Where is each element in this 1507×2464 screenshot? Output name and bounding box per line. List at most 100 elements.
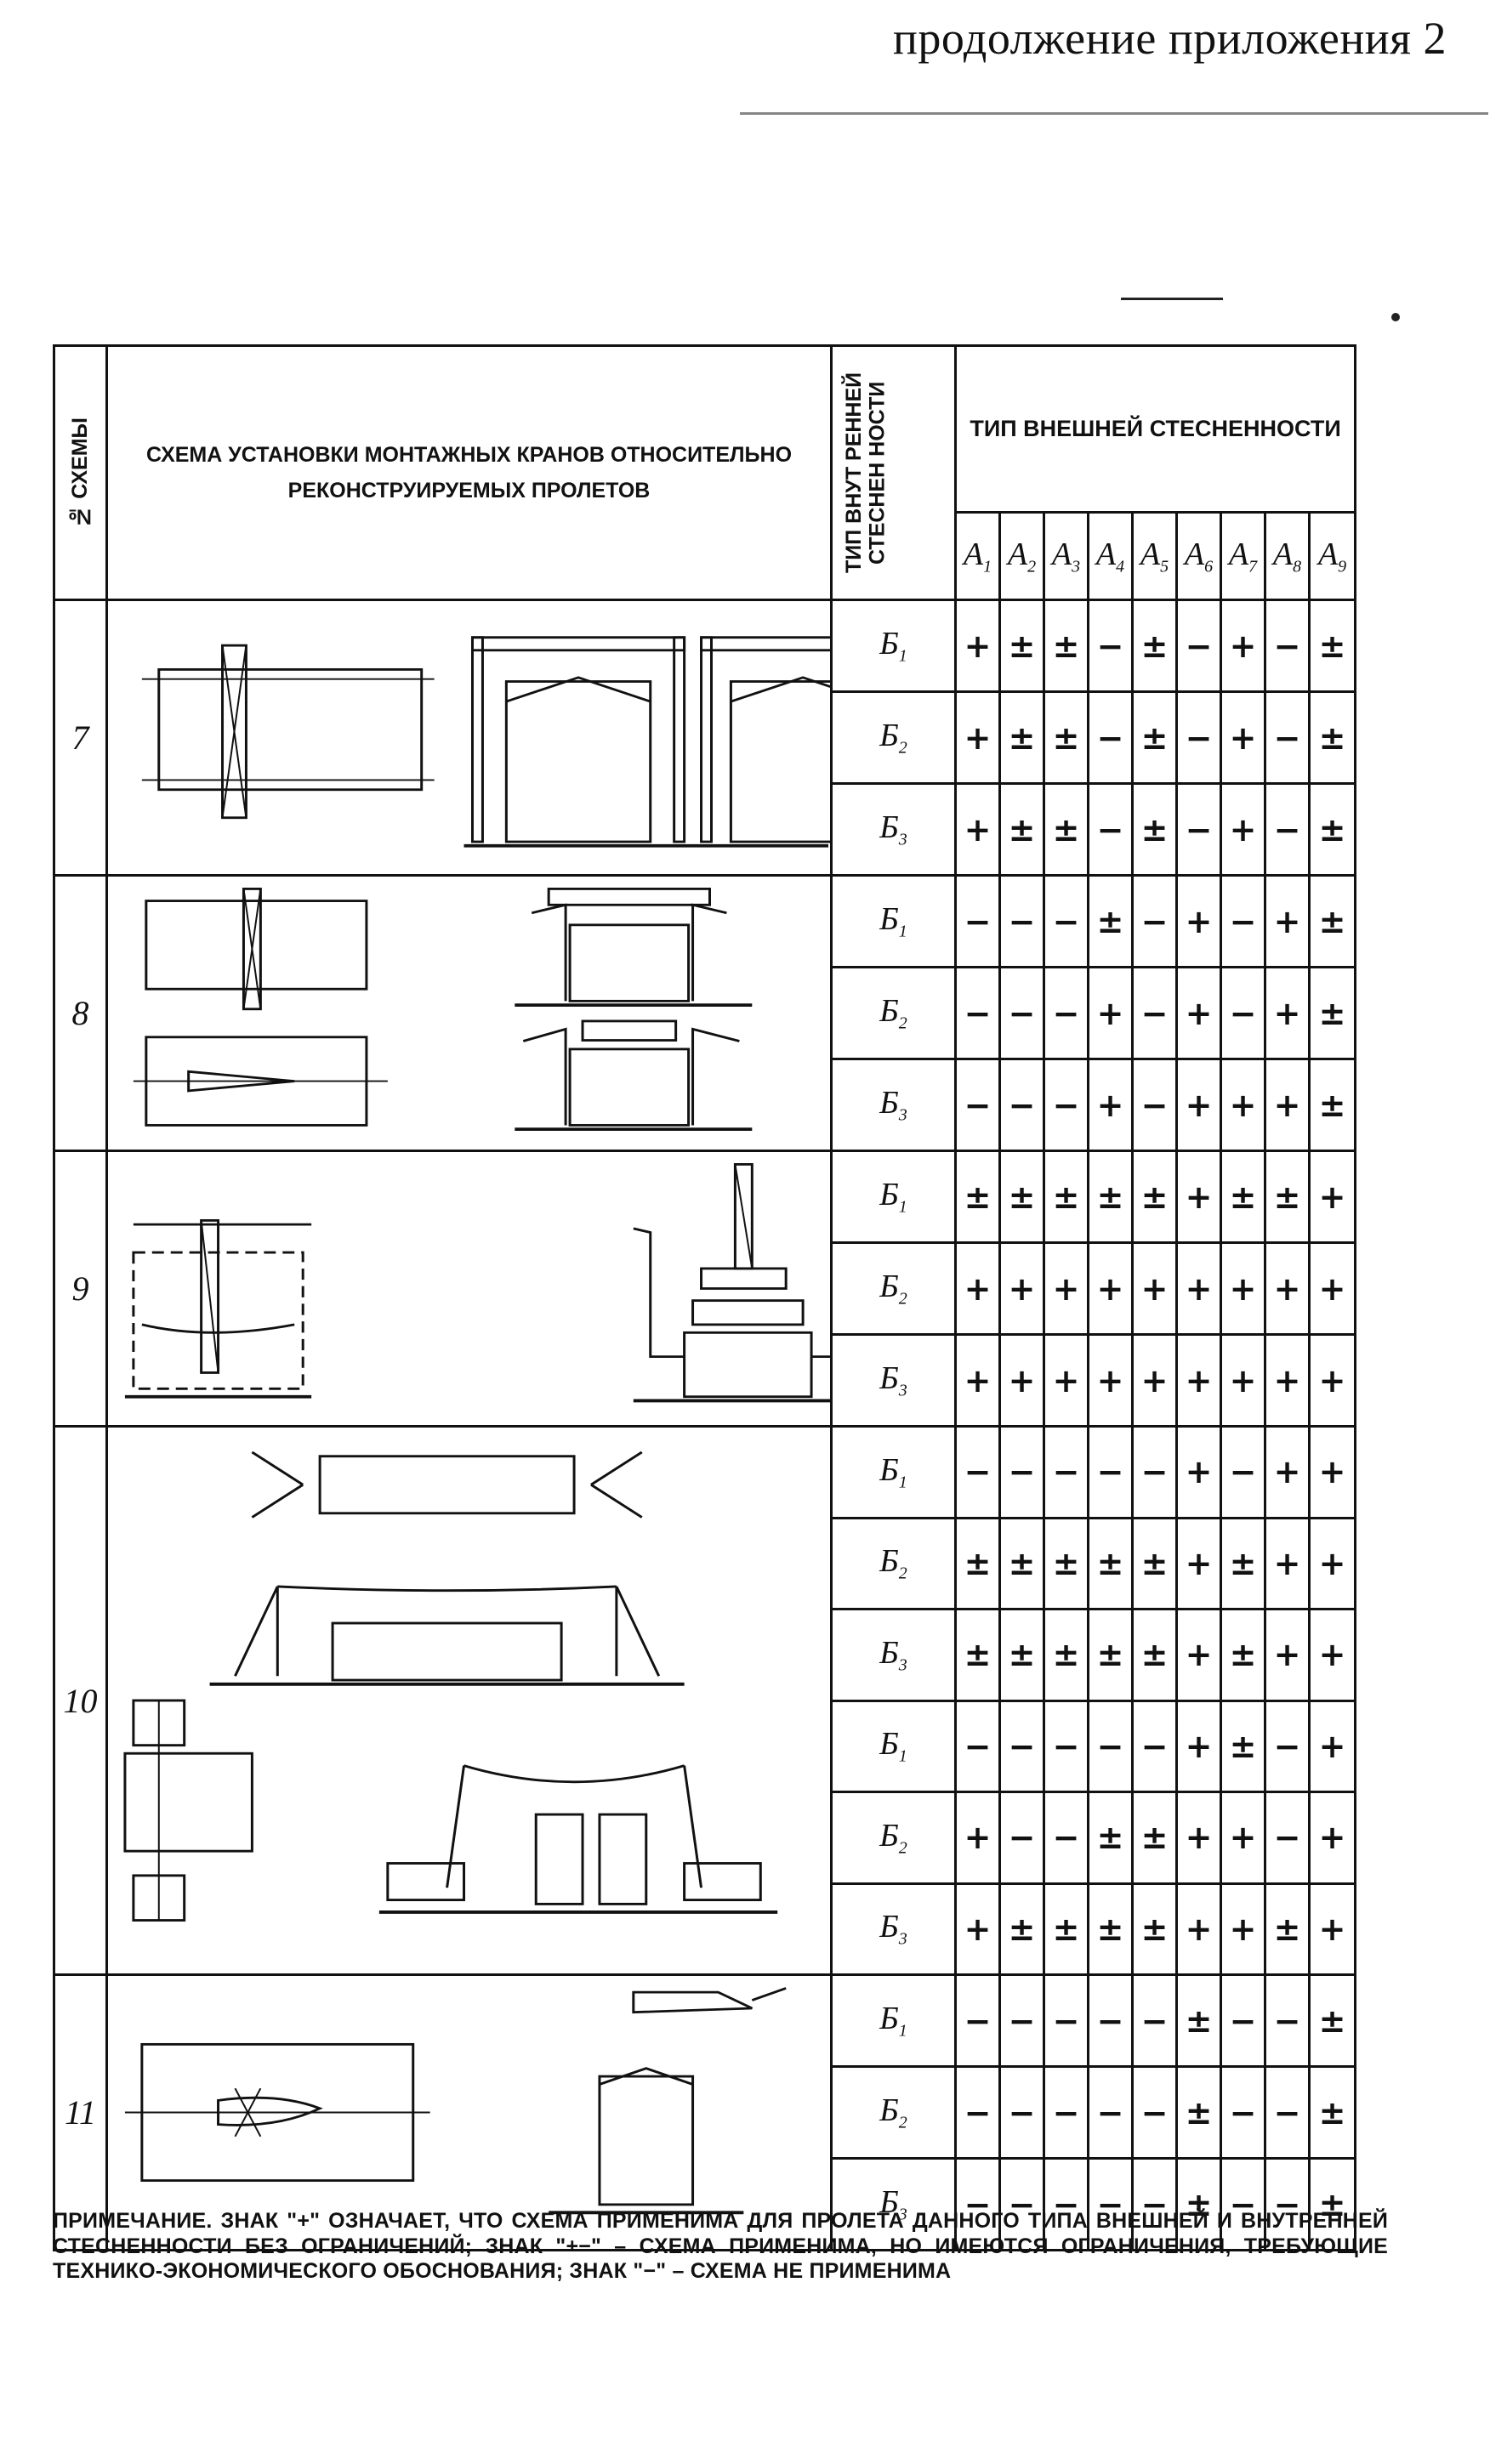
applicability-cell: ± [1307, 2157, 1357, 2251]
applicability-cell: + [954, 1241, 1001, 1336]
applicability-table: № СХЕМЫ СХЕМА УСТАНОВКИ МОНТАЖНЫХ КРАНОВ… [53, 344, 1357, 2251]
applicability-cell: ± [998, 690, 1045, 785]
applicability-cell: − [1220, 2065, 1266, 2160]
applicability-cell: ± [1175, 2157, 1222, 2251]
header-external-cell: ТИП ВНЕШНЕЙ СТЕСНЕННОСТИ [953, 344, 1357, 514]
applicability-cell: − [1087, 1425, 1134, 1519]
applicability-cell: + [998, 1333, 1045, 1428]
scan-mark [1121, 298, 1223, 300]
applicability-cell: + [1175, 1333, 1222, 1428]
applicability-cell: − [998, 874, 1045, 968]
applicability-cell: + [1043, 1241, 1089, 1336]
applicability-cell: ± [1087, 1608, 1134, 1702]
applicability-cell: ± [1043, 782, 1089, 877]
applicability-cell: + [1175, 1882, 1222, 1976]
internal-type-index: 2 [898, 1013, 907, 1033]
applicability-cell: − [998, 966, 1045, 1060]
ext-type-header: А7 [1220, 511, 1266, 601]
applicability-cell: ± [1220, 1516, 1266, 1610]
header-scheme: СХЕМА УСТАНОВКИ МОНТАЖНЫХ КРАНОВ ОТНОСИТ… [145, 442, 793, 503]
applicability-cell: − [1175, 782, 1222, 877]
table-row: 9 Б1±±±±±+±±+ [53, 1150, 1357, 1428]
applicability-cell: ± [1220, 1150, 1266, 1244]
scheme-7-drawing [141, 636, 830, 848]
internal-type-letter: Б [879, 1177, 899, 1213]
applicability-cell: − [954, 1425, 1001, 1519]
scheme-drawing-cell [105, 1425, 833, 1976]
applicability-cell: + [1087, 966, 1134, 1060]
applicability-cell: + [1307, 1333, 1357, 1428]
internal-type-index: 1 [898, 1747, 907, 1767]
applicability-cell: ± [1043, 690, 1089, 785]
internal-type-index: 1 [898, 1197, 907, 1217]
applicability-cell: + [1175, 1058, 1222, 1152]
applicability-cell: + [1220, 1333, 1266, 1428]
page-header: продолжение приложения 2 [893, 13, 1447, 64]
applicability-cell: − [1264, 690, 1311, 785]
internal-type-letter: Б [879, 2184, 899, 2221]
table-row: Б1−−−−−+±−+ [54, 1699, 1357, 1793]
applicability-cell: ± [998, 599, 1045, 693]
applicability-cell: + [1307, 1425, 1357, 1519]
applicability-cell: + [1220, 690, 1266, 785]
applicability-cell: − [954, 1973, 1001, 2068]
applicability-cell: + [1264, 1425, 1311, 1519]
scheme-drawing-cell [105, 599, 833, 877]
internal-type-letter: Б [879, 809, 899, 846]
applicability-cell: ± [998, 1150, 1045, 1244]
header-internal: ТИП ВНУТ РЕННЕЙ СТЕСНЕН НОСТИ [841, 372, 890, 574]
applicability-cell: ± [1087, 1150, 1134, 1244]
internal-type-letter: Б [879, 1634, 899, 1671]
internal-type-index: 1 [898, 1473, 907, 1492]
table-row: Б2±±±±±+±++ [54, 1516, 1357, 1610]
applicability-cell: + [1307, 1150, 1357, 1244]
internal-type-cell: Б1 [830, 1973, 957, 2068]
header-scheme-cell: СХЕМА УСТАНОВКИ МОНТАЖНЫХ КРАНОВ ОТНОСИТ… [105, 344, 833, 601]
ext-type-header: А9 [1307, 511, 1357, 601]
applicability-cell: − [1220, 1425, 1266, 1519]
internal-type-index: 3 [898, 1105, 907, 1125]
applicability-cell: ± [1264, 1882, 1311, 1976]
applicability-cell: ± [1307, 1058, 1357, 1152]
applicability-cell: − [1131, 1058, 1178, 1152]
internal-type-index: 3 [898, 830, 907, 849]
header-scheme-no: № СХЕМЫ [67, 417, 92, 529]
applicability-cell: − [1131, 1425, 1178, 1519]
ext-type-letter: А [1317, 536, 1339, 572]
applicability-cell: ± [1307, 2065, 1357, 2160]
applicability-cell: + [1175, 1699, 1222, 1793]
applicability-cell: + [1307, 1699, 1357, 1793]
internal-type-cell: Б2 [830, 690, 957, 785]
internal-type-cell: Б1 [830, 1425, 957, 1519]
internal-type-cell: Б3 [830, 1058, 957, 1152]
ext-type-index: 4 [1116, 557, 1125, 576]
internal-type-cell: Б2 [830, 1516, 957, 1610]
applicability-cell: ± [954, 1516, 1001, 1610]
applicability-cell: − [1087, 1973, 1134, 2068]
applicability-cell: − [1264, 1791, 1311, 1885]
applicability-cell: + [1220, 1241, 1266, 1336]
applicability-cell: − [1087, 690, 1134, 785]
applicability-cell: + [1175, 1150, 1222, 1244]
applicability-cell: − [1087, 599, 1134, 693]
table-row: Б2−−−+−+−+± [54, 966, 1357, 1060]
scheme-number: 11 [53, 1973, 108, 2251]
table-row: Б2−−−−−±−−± [54, 2065, 1357, 2160]
ext-type-header: А3 [1043, 511, 1089, 601]
internal-type-index: 1 [898, 646, 907, 666]
scheme-number: 7 [53, 599, 108, 877]
applicability-cell: − [1131, 1699, 1178, 1793]
applicability-cell: ± [1307, 782, 1357, 877]
applicability-cell: − [998, 2065, 1045, 2160]
applicability-cell: + [1264, 874, 1311, 968]
applicability-cell: + [1220, 1058, 1266, 1152]
internal-type-letter: Б [879, 1543, 899, 1580]
applicability-cell: ± [954, 1150, 1001, 1244]
ext-type-index: 9 [1338, 557, 1347, 576]
internal-type-letter: Б [879, 1451, 899, 1488]
internal-type-cell: Б3 [830, 1333, 957, 1428]
applicability-cell: − [1087, 782, 1134, 877]
applicability-cell: ± [1131, 1150, 1178, 1244]
applicability-cell: ± [1175, 1973, 1222, 2068]
ext-type-header: А5 [1131, 511, 1178, 601]
